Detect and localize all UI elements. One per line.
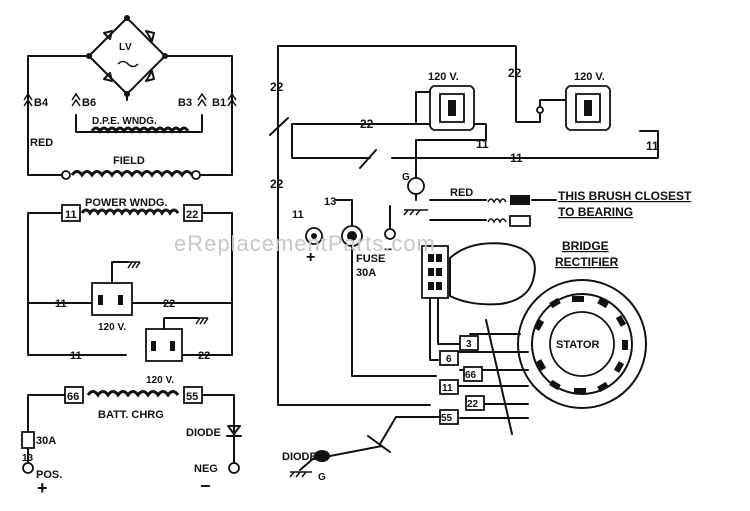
b4-label: B4 bbox=[34, 97, 49, 109]
stator-tag-55: 55 bbox=[441, 413, 453, 424]
brush-note-line-1: THIS BRUSH CLOSEST bbox=[558, 189, 692, 203]
minus-symbol-right: − bbox=[384, 241, 392, 257]
fuse-30a-left-label: 30A bbox=[36, 435, 56, 447]
svg-text:22: 22 bbox=[198, 350, 210, 362]
wire-22-a: 22 bbox=[270, 80, 284, 94]
brush-2 bbox=[509, 215, 531, 227]
diode-label-left: DIODE bbox=[186, 427, 221, 439]
stator-outer bbox=[517, 279, 647, 409]
receptacle-b-label: 120 V. bbox=[574, 71, 605, 83]
ground-stud bbox=[407, 177, 425, 195]
diode-right bbox=[314, 450, 330, 462]
svg-text:G: G bbox=[318, 472, 326, 483]
wire-11-b: 11 bbox=[510, 151, 523, 165]
wire-11-a: 11 bbox=[476, 137, 489, 151]
fuse-rating-label: 30A bbox=[356, 267, 376, 279]
batt-charge-coil bbox=[86, 390, 180, 398]
power-wndg-term-22: 22 bbox=[186, 209, 198, 221]
brush-note-line-2: TO BEARING bbox=[558, 205, 633, 219]
batt-charge-label: BATT. CHRG bbox=[98, 409, 164, 421]
b6-label: B6 bbox=[82, 97, 96, 109]
brush-1 bbox=[510, 195, 530, 205]
rectifier-label: RECTIFIER bbox=[555, 255, 619, 269]
batt-term-55: 55 bbox=[186, 391, 198, 403]
wire-22-d: 22 bbox=[270, 177, 284, 191]
bridge-rectifier-body bbox=[449, 242, 536, 306]
wire-22-b: 22 bbox=[508, 66, 522, 80]
bridge-dpe-field-schematic: L V B4 B6 B3 B1 RED D.P.E. WNDG. FIELD bbox=[23, 15, 237, 180]
stator-center bbox=[549, 311, 615, 377]
red-label-left: RED bbox=[30, 137, 53, 149]
svg-text:L: L bbox=[119, 42, 125, 53]
power-winding-schematic: 11 22 POWER WNDG. 11 22 120 V. 11 22 120… bbox=[27, 197, 233, 386]
receptacle-2-label: 120 V. bbox=[146, 375, 174, 386]
neg-label: NEG bbox=[194, 463, 218, 475]
batt-term-66: 66 bbox=[67, 391, 79, 403]
plus-symbol-left: + bbox=[37, 478, 48, 498]
stator-tag-3: 3 bbox=[466, 339, 472, 350]
diode-label-right: DIODE bbox=[282, 451, 317, 463]
receptacle-a-label: 120 V. bbox=[428, 71, 459, 83]
svg-text:22: 22 bbox=[163, 298, 175, 310]
dpe-winding-label: D.P.E. WNDG. bbox=[92, 116, 157, 127]
stator-tag-22: 22 bbox=[467, 399, 479, 410]
power-wndg-term-11: 11 bbox=[65, 209, 77, 221]
wire-13-label: 13 bbox=[324, 196, 336, 208]
wire-22-c: 22 bbox=[360, 117, 374, 131]
field-coil bbox=[70, 170, 194, 178]
bridge-label: BRIDGE bbox=[562, 239, 609, 253]
b3-label: B3 bbox=[178, 97, 192, 109]
power-winding-label: POWER WNDG. bbox=[85, 197, 168, 209]
physical-wiring-diagram: 22 22 22 22 11 11 11 120 V. 120 V. G 13 … bbox=[269, 45, 692, 483]
b1-label: B1 bbox=[212, 97, 226, 109]
plus-symbol-right: + bbox=[306, 249, 315, 266]
dpe-winding-coil bbox=[90, 126, 190, 134]
fuse-label: FUSE bbox=[356, 253, 385, 265]
svg-text:G: G bbox=[402, 172, 410, 183]
svg-text:11: 11 bbox=[55, 298, 67, 310]
svg-text:V: V bbox=[125, 42, 132, 53]
power-winding-coil bbox=[80, 208, 180, 216]
svg-text:13: 13 bbox=[22, 453, 34, 464]
watermark: eReplacementParts.com bbox=[174, 231, 436, 256]
field-label: FIELD bbox=[113, 155, 145, 167]
stator-tag-66: 66 bbox=[465, 370, 477, 381]
wire-11-term: 11 bbox=[292, 209, 304, 221]
rectifier-terminal-block bbox=[421, 245, 449, 299]
stator-tag-11: 11 bbox=[442, 383, 453, 394]
pos-label: POS. bbox=[36, 469, 62, 481]
fuse-30a-left bbox=[21, 431, 35, 449]
wire-11-c: 11 bbox=[646, 139, 659, 153]
bridge-diamond bbox=[88, 17, 166, 95]
red-label-right: RED bbox=[450, 187, 473, 199]
stator-tag-6: 6 bbox=[446, 354, 452, 365]
minus-symbol-left: − bbox=[200, 476, 211, 496]
stator-label: STATOR bbox=[556, 339, 599, 351]
neg-terminal bbox=[228, 462, 240, 474]
battery-charge-schematic: 66 55 BATT. CHRG 30A 13 POS. + DIODE NEG… bbox=[21, 386, 242, 498]
svg-text:11: 11 bbox=[70, 350, 82, 362]
pos-terminal bbox=[22, 462, 34, 474]
receptacle-1-label: 120 V. bbox=[98, 322, 126, 333]
